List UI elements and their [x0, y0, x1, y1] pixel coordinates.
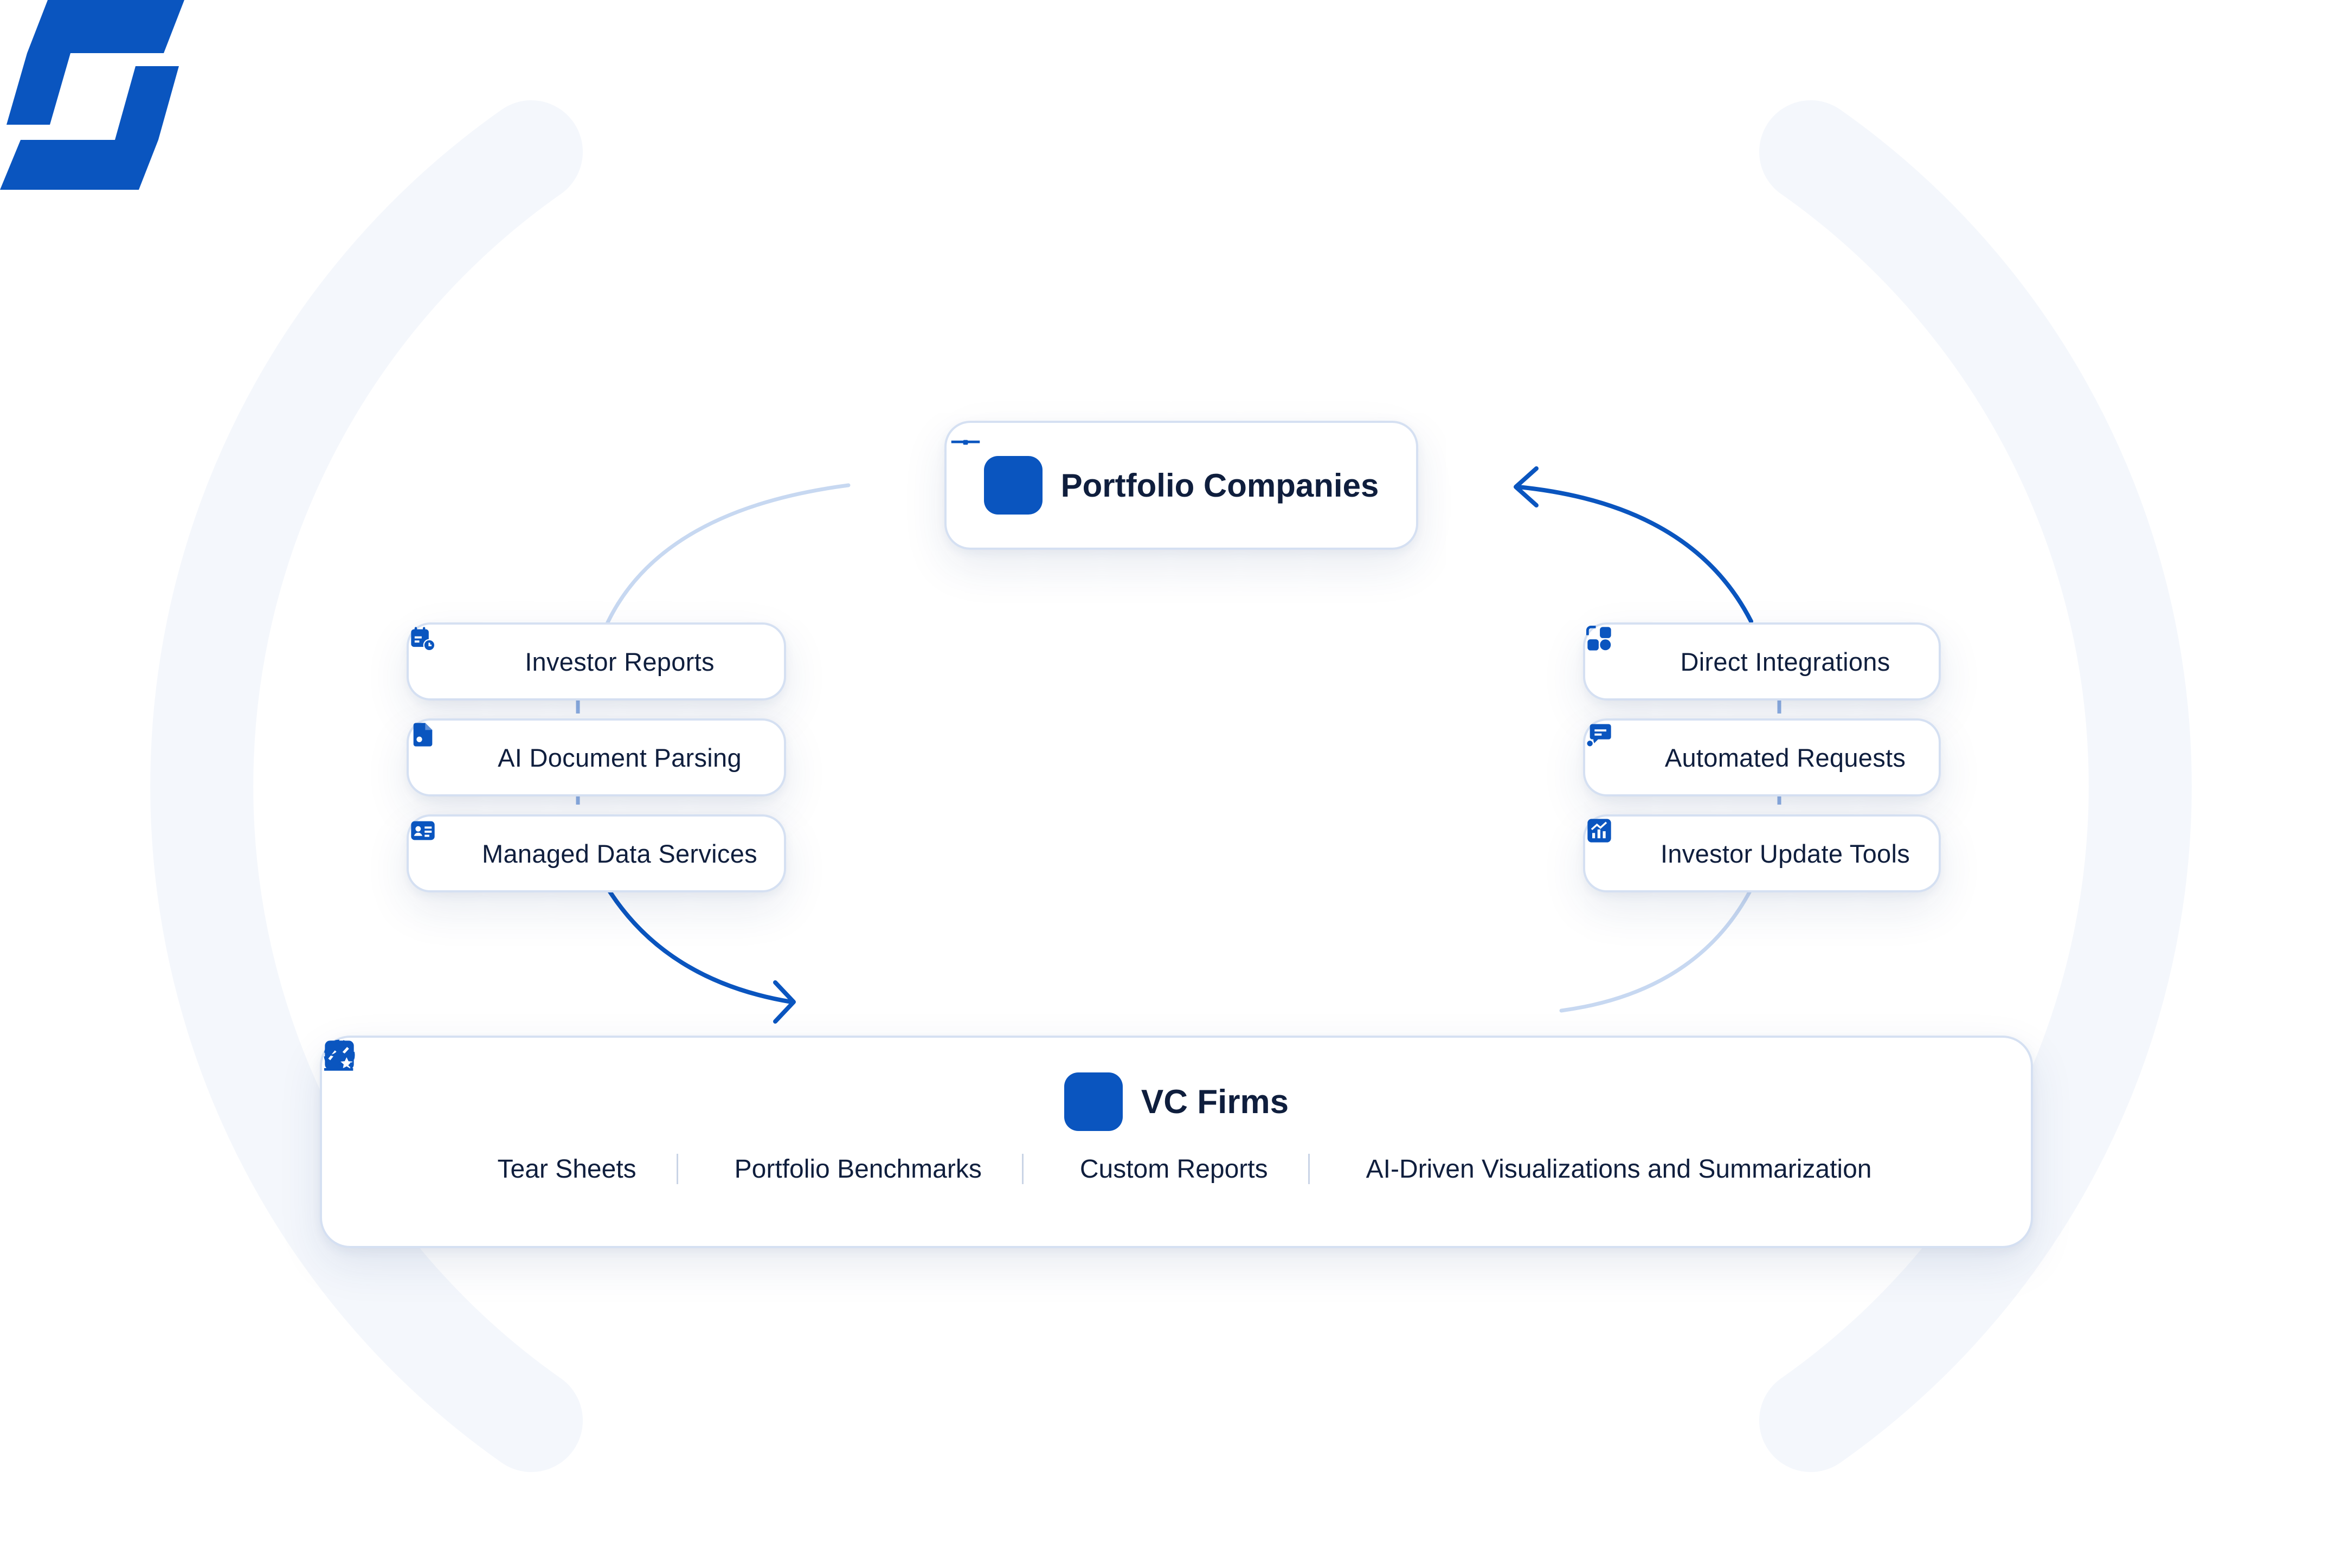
vc-item-custom-reports: Custom Reports	[325, 1040, 1268, 1184]
calendar-clock-icon	[411, 627, 506, 676]
briefcase-icon	[951, 427, 1043, 515]
feature-direct-integrations: Direct Integrations	[1583, 622, 1941, 701]
vc-firms-label: VC Firms	[1141, 1083, 1289, 1121]
vc-item-label: Portfolio Benchmarks	[734, 1154, 982, 1184]
divider	[676, 1154, 678, 1184]
right-flow-arc-light	[1559, 887, 1753, 1013]
document-dot-icon	[413, 723, 479, 772]
right-flow-arrowhead	[1514, 466, 1539, 507]
vc-item-portfolio-benchmarks: Portfolio Benchmarks	[324, 1042, 982, 1184]
left-flow-arc-light	[605, 483, 851, 626]
vc-item-label: Custom Reports	[1079, 1154, 1268, 1184]
divider	[1021, 1154, 1024, 1184]
feature-label: Automated Requests	[1664, 743, 1906, 772]
feature-label: Investor Update Tools	[1660, 839, 1910, 868]
vc-item-tear-sheets: Tear Sheets	[327, 1040, 636, 1184]
id-card-icon	[411, 821, 464, 867]
feature-label: AI Document Parsing	[498, 743, 742, 772]
vc-firms-items: Tear Sheets Portfolio Benchmarks	[324, 1039, 1872, 1184]
vc-item-label: AI-Driven Visualizations and Summarizati…	[1366, 1154, 1872, 1184]
chart-box-icon	[1587, 819, 1642, 867]
background-arc-left	[150, 100, 583, 1472]
feature-label: Investor Reports	[525, 647, 715, 676]
vc-firms-title: $ VC Firms	[326, 1038, 1289, 1131]
feature-label: Direct Integrations	[1680, 647, 1890, 676]
feature-investor-update-tools: Investor Update Tools	[1583, 814, 1941, 892]
divider	[1308, 1154, 1310, 1184]
feature-investor-reports: Investor Reports	[407, 622, 786, 701]
portfolio-companies-label: Portfolio Companies	[1060, 467, 1379, 504]
vc-firms-card: $ VC Firms Tear Sheets	[320, 1036, 2033, 1248]
left-flow-arrowhead	[773, 980, 796, 1024]
brand-logo-icon	[0, 0, 184, 190]
vc-item-label: Tear Sheets	[497, 1154, 636, 1184]
shapes-icon	[1586, 625, 1662, 676]
portfolio-companies-card: Portfolio Companies	[944, 421, 1418, 550]
feature-managed-data-services: Managed Data Services	[407, 814, 786, 892]
feature-automated-requests: Automated Requests	[1583, 718, 1941, 796]
money-bag-icon: $	[326, 1038, 1123, 1131]
vc-item-ai-visualizations: AI-Driven Visualizations and Summarizati…	[324, 1039, 1872, 1184]
chat-request-icon	[1585, 724, 1646, 772]
feature-label: Managed Data Services	[482, 839, 757, 868]
left-flow-arrow	[606, 887, 794, 1004]
right-flow-arrow	[1516, 485, 1753, 624]
feature-ai-document-parsing: AI Document Parsing	[407, 718, 786, 796]
background-arc-right	[1759, 100, 2192, 1472]
